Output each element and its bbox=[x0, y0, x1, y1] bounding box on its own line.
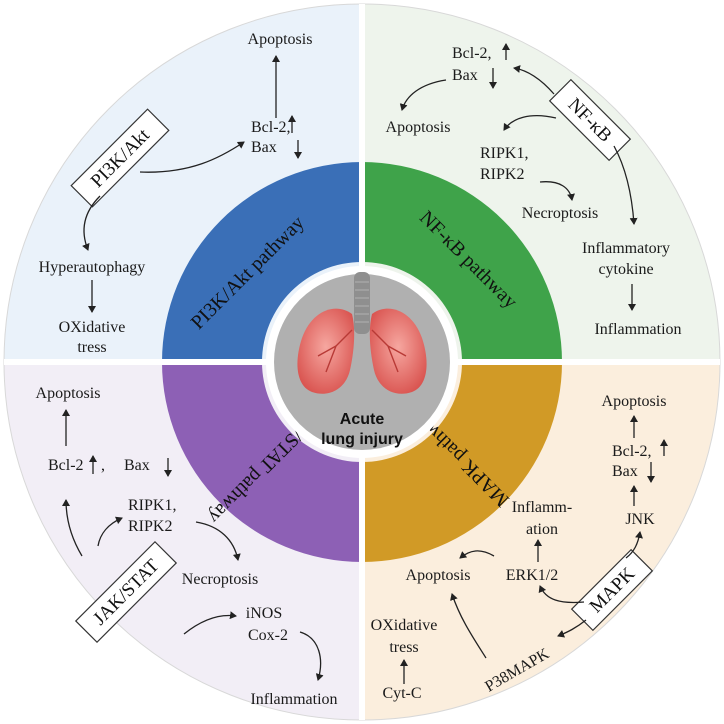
jak-necroptosis: Necroptosis bbox=[182, 571, 258, 588]
mapk-bcl2: Bcl-2, bbox=[612, 443, 652, 460]
center-title-line2: lung injury bbox=[321, 431, 403, 448]
center-hub: Acute lung injury bbox=[266, 266, 458, 458]
mapk-oxidative-line2: tress bbox=[389, 639, 418, 656]
jak-arrows bbox=[62, 409, 324, 681]
mapk-apoptosis-top: Apoptosis bbox=[602, 393, 667, 410]
mapk-erk: ERK1/2 bbox=[506, 567, 558, 584]
nfkb-ripk2: RIPK2 bbox=[480, 166, 524, 183]
pi3k-hyperautophagy: Hyperautophagy bbox=[39, 259, 146, 276]
nfkb-necroptosis: Necroptosis bbox=[522, 205, 598, 222]
jak-bcl2: Bcl-2 bbox=[48, 457, 84, 474]
jak-ripk1: RIPK1, bbox=[128, 497, 176, 514]
jak-comma: , bbox=[101, 457, 105, 474]
jak-bax: Bax bbox=[124, 457, 150, 474]
pathway-ring bbox=[162, 162, 562, 562]
lungs-icon bbox=[297, 272, 427, 394]
mapk-inflamm-line1: Inflamm- bbox=[512, 499, 572, 516]
jak-inos: iNOS bbox=[246, 605, 282, 622]
mapk-inflamm-line2: ation bbox=[526, 521, 558, 538]
jak-ripk2: RIPK2 bbox=[128, 518, 172, 535]
pi3k-apoptosis: Apoptosis bbox=[248, 31, 313, 48]
mapk-apoptosis: Apoptosis bbox=[406, 567, 471, 584]
nfkb-cytokine-line2: cytokine bbox=[598, 261, 653, 278]
pi3k-oxidative-line2: tress bbox=[77, 339, 106, 356]
nfkb-band bbox=[362, 162, 562, 362]
mapk-band bbox=[362, 362, 562, 562]
nfkb-bcl2: Bcl-2, bbox=[452, 45, 492, 62]
pi3k-oxidative-line1: OXidative bbox=[59, 319, 126, 336]
pi3k-bax: Bax bbox=[251, 139, 277, 156]
jak-apoptosis: Apoptosis bbox=[36, 385, 101, 402]
nfkb-ripk1: RIPK1, bbox=[480, 145, 528, 162]
nfkb-apoptosis: Apoptosis bbox=[386, 119, 451, 136]
mapk-cytc: Cyt-C bbox=[382, 685, 421, 702]
jak-cox2: Cox-2 bbox=[248, 627, 288, 644]
pi3k-arrows bbox=[82, 55, 302, 313]
mapk-arrows bbox=[400, 415, 668, 684]
mapk-oxidative-line1: OXidative bbox=[371, 617, 438, 634]
center-title-line1: Acute bbox=[340, 411, 385, 428]
nfkb-inflammation: Inflammation bbox=[594, 321, 681, 338]
nfkb-cytokine-line1: Inflammatory bbox=[582, 240, 670, 257]
nfkb-quadrant: NF-κB Bcl-2, Bax Apoptosis RIPK1, RIPK2 … bbox=[386, 43, 682, 338]
mapk-jnk: JNK bbox=[625, 511, 655, 528]
mapk-bax: Bax bbox=[612, 463, 638, 480]
nfkb-arrows bbox=[399, 43, 638, 311]
pi3k-band bbox=[162, 162, 362, 362]
pi3k-bcl2: Bcl-2, bbox=[251, 119, 291, 136]
jak-inflammation: Inflammation bbox=[250, 691, 337, 708]
nfkb-box: NF-κB bbox=[548, 78, 632, 162]
nfkb-bax: Bax bbox=[452, 67, 478, 84]
jak-band bbox=[162, 362, 362, 562]
